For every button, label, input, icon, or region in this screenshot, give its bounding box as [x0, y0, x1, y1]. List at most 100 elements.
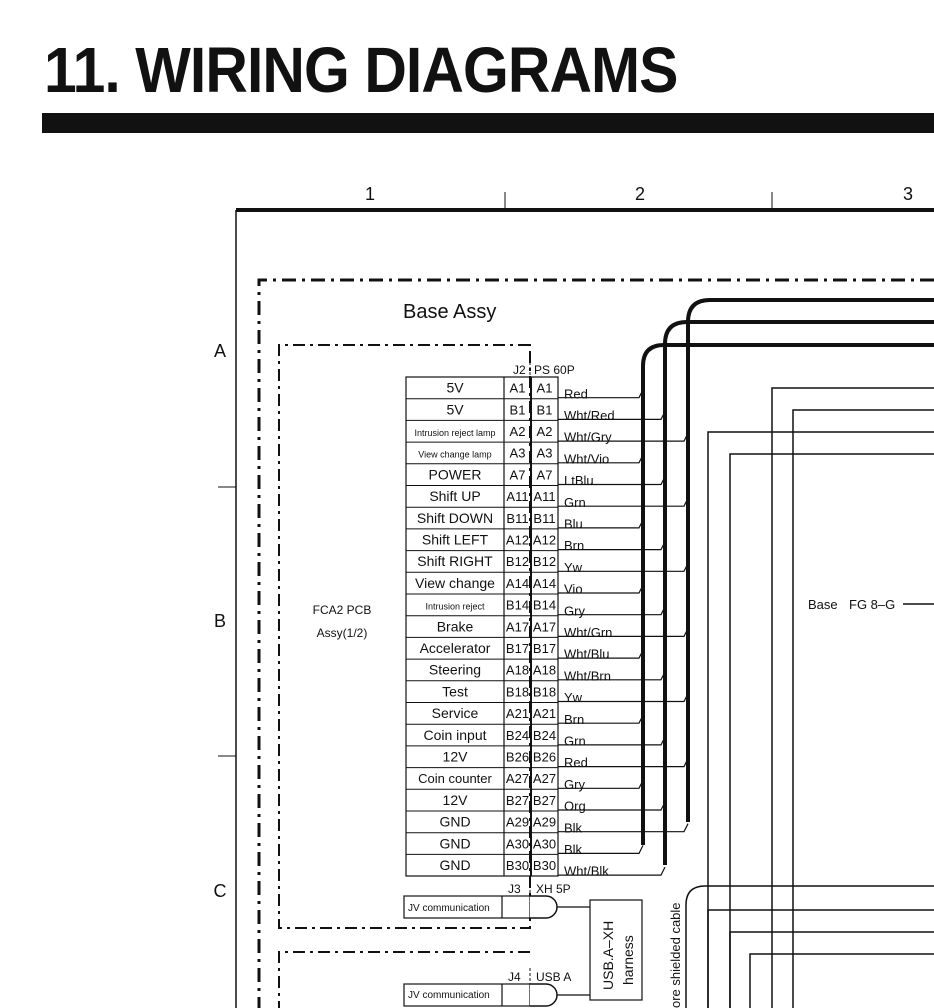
pin-number-mate: A11: [533, 489, 555, 504]
wire-color-label: Wht/Gry: [564, 430, 612, 445]
shielded-cable-wire: [707, 909, 934, 1008]
base-assy-label: Base Assy: [403, 301, 496, 323]
pin-number-mate: A18: [533, 663, 556, 678]
column-label: 3: [903, 184, 913, 204]
pin-number-mate: B30: [533, 858, 556, 873]
pin-number-mate: B26: [533, 750, 556, 765]
wire-color-label: Org: [564, 799, 586, 814]
pin-number: A14: [506, 576, 529, 591]
pin-number-mate: A12: [533, 533, 556, 548]
pin-signal-label: Accelerator: [420, 640, 491, 656]
pin-signal-label: View change: [415, 575, 495, 591]
j2-connector-table: [405, 376, 559, 877]
shielded-cable-wire: [749, 953, 934, 1008]
j4-signal: JV communication: [408, 990, 490, 1001]
column-label: 1: [365, 184, 375, 204]
pin-number-mate: A3: [537, 446, 553, 461]
pin-number: A30: [506, 836, 529, 851]
pin-number: A7: [510, 467, 526, 482]
title-rule: [42, 113, 934, 133]
pin-number-mate: A2: [537, 424, 553, 439]
pin-number: A1: [510, 381, 526, 396]
j4-label: J4: [508, 970, 521, 984]
pin-signal-label: Brake: [437, 618, 474, 634]
pin-number: A2: [510, 424, 526, 439]
pin-number: B1: [510, 402, 526, 417]
pin-signal-label: Coin counter: [418, 771, 492, 786]
shielded-cable-label: ore shielded cable: [668, 902, 683, 1008]
wire-color-label: Wht/Blu: [564, 647, 610, 662]
pin-signal-label: GND: [439, 857, 470, 873]
signal-trunk: [707, 431, 934, 1008]
signal-trunk: [792, 409, 934, 1008]
wire-color-label: Yw: [564, 690, 583, 705]
pin-number-mate: B1: [537, 402, 553, 417]
j2-type: PS 60P: [534, 363, 575, 377]
pin-number-mate: B12: [533, 554, 556, 569]
row-label: A: [214, 341, 226, 361]
pin-number: A12: [506, 533, 529, 548]
pin-number: B30: [506, 858, 529, 873]
pin-number-mate: A30: [533, 836, 556, 851]
pin-signal-label: POWER: [429, 466, 482, 482]
pin-number: A27: [506, 771, 529, 786]
pin-number: A29: [506, 815, 529, 830]
pin-number-mate: A14: [533, 576, 556, 591]
wire-color-label: Wht/Brn: [564, 668, 611, 683]
base-fg-code: FG 8–G: [849, 597, 895, 612]
wire-color-label: Gry: [564, 603, 585, 618]
wire-color-label: Wht/Grn: [564, 625, 612, 640]
pin-wire: [558, 845, 644, 854]
pin-number-mate: B17: [533, 641, 556, 656]
pin-signal-label: Shift DOWN: [417, 510, 493, 526]
signal-trunk: [771, 387, 934, 1008]
pin-number-mate: A21: [533, 706, 556, 721]
pin-number: B17: [506, 641, 529, 656]
harness-label: USB.A–XH: [600, 921, 616, 990]
row-label: C: [214, 881, 227, 901]
pin-number-mate: A7: [537, 467, 553, 482]
shielded-cable-wire: [685, 885, 934, 1008]
pcb-label: Assy(1/2): [317, 626, 368, 640]
wire-color-label: Red: [564, 755, 588, 770]
pin-signal-label: 5V: [446, 380, 464, 396]
pin-number-mate: B18: [533, 684, 556, 699]
pin-number: B11: [506, 511, 528, 526]
pin-number: B26: [506, 750, 529, 765]
pin-signal-label: Intrusion reject lamp: [414, 428, 495, 438]
wire-color-label: Wht/Red: [564, 408, 615, 423]
pin-signal-label: Intrusion reject: [425, 602, 485, 612]
pin-number-mate: A27: [533, 771, 556, 786]
wire-color-label: Wht/Blk: [564, 864, 609, 879]
wire-color-label: Grn: [564, 733, 586, 748]
pin-number-mate: A1: [537, 381, 553, 396]
j4-plug: [530, 983, 558, 1007]
pin-number: B12: [506, 554, 529, 569]
base-fg-label: Base: [808, 597, 838, 612]
pin-number: B18: [506, 684, 529, 699]
j3-plug: [530, 895, 558, 919]
wire-color-label: Brn: [564, 712, 584, 727]
j3-signal: JV communication: [408, 903, 490, 914]
wire-color-label: Blk: [564, 820, 583, 835]
wire-color-label: Blu: [564, 516, 583, 531]
pin-number-mate: B27: [533, 793, 556, 808]
pcb-label: FCA2 PCB: [313, 603, 372, 617]
pin-signal-label: Shift RIGHT: [417, 553, 493, 569]
pin-number: A18: [506, 663, 529, 678]
shielded-cable-wire: [729, 931, 934, 1008]
pin-number-mate: B11: [533, 511, 555, 526]
pin-number-mate: A29: [533, 815, 556, 830]
wire-color-label: Yw: [564, 560, 583, 575]
column-label: 2: [635, 184, 645, 204]
base-assy-boundary: [257, 278, 934, 1008]
wire-color-label: LtBlu: [564, 473, 594, 488]
wire-color-label: Brn: [564, 538, 584, 553]
wire-color-label: Gry: [564, 777, 585, 792]
pin-wire: [558, 823, 689, 833]
pin-signal-label: Coin input: [423, 727, 486, 743]
pin-signal-label: 12V: [443, 749, 469, 765]
harness-wire: [663, 320, 934, 865]
